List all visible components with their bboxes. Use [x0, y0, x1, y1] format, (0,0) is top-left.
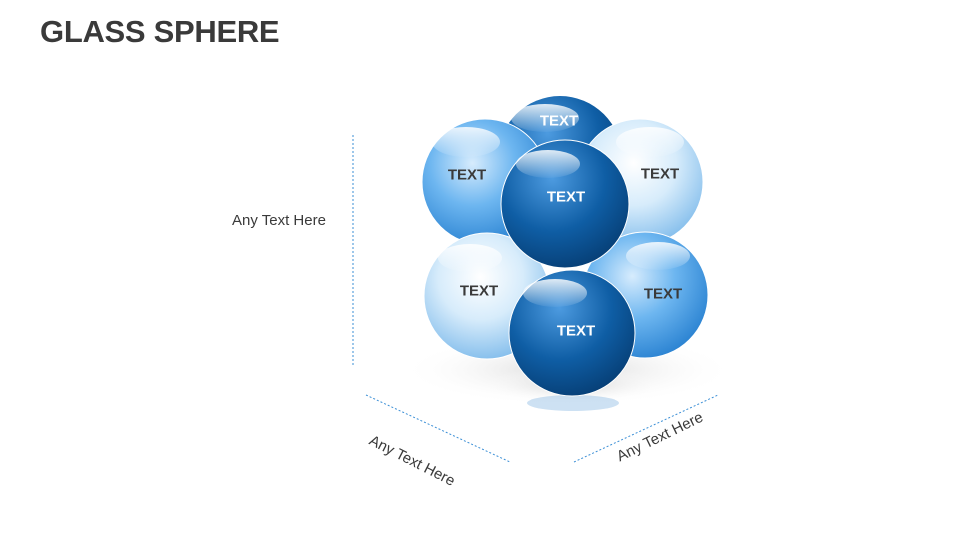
- bottom-left-guide-line: [365, 394, 511, 463]
- page-title: GLASS SPHERE: [40, 14, 280, 49]
- sphere-top-center-label: TEXT: [546, 188, 586, 206]
- sphere-bottom-center-label: TEXT: [556, 322, 596, 340]
- sphere-back-top-label: TEXT: [539, 112, 579, 130]
- sphere-bottom-center: [508, 269, 636, 411]
- sphere-top-left-label: TEXT: [447, 166, 487, 184]
- vertical-axis-label: Any Text Here: [232, 212, 326, 229]
- bottom-right-guide-line: [573, 394, 719, 463]
- sphere-top-center: [500, 139, 630, 269]
- sphere-bottom-right-label: TEXT: [643, 285, 683, 303]
- sphere-bottom-left-label: TEXT: [459, 282, 499, 300]
- sphere-top-right-label: TEXT: [640, 165, 680, 183]
